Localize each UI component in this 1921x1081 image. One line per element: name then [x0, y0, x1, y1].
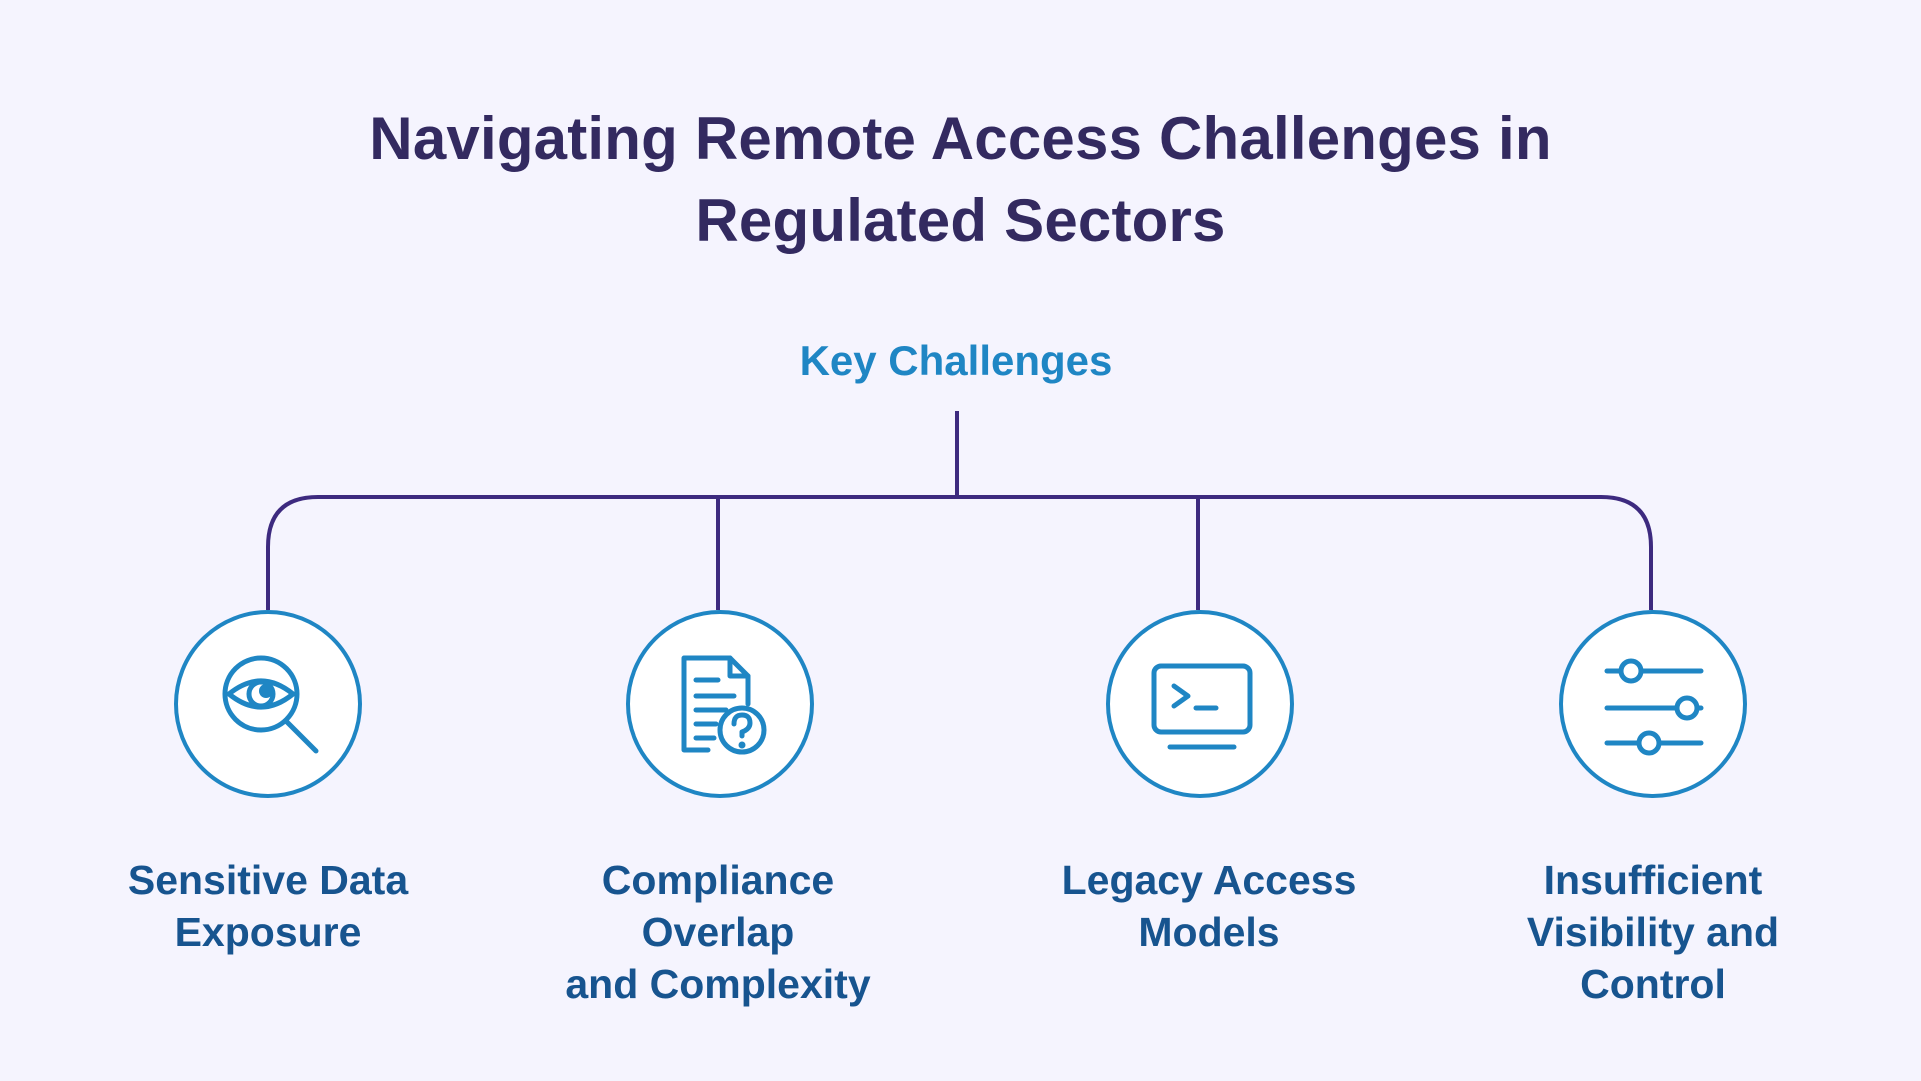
challenge-label-compliance: Compliance Overlap and Complexity	[518, 854, 918, 1010]
page-title-line-1: Navigating Remote Access Challenges in	[369, 105, 1552, 172]
challenge-label-visibility: Insufficient Visibility and Control	[1453, 854, 1853, 1010]
challenge-node-legacy-access	[1106, 610, 1294, 798]
challenge-label-line: Visibility and	[1526, 909, 1780, 955]
challenge-label-line: Exposure	[174, 909, 362, 955]
terminal-monitor-icon	[1151, 663, 1253, 750]
connector-bar	[266, 495, 1653, 610]
challenge-label-line: Insufficient	[1543, 857, 1763, 903]
page-title-line-2: Regulated Sectors	[695, 187, 1226, 254]
challenge-label-line: Legacy Access	[1061, 857, 1357, 903]
sliders-icon	[1604, 658, 1704, 756]
challenge-node-visibility	[1559, 610, 1747, 798]
challenge-node-compliance	[626, 610, 814, 798]
page-title: Navigating Remote Access Challenges in R…	[0, 98, 1921, 262]
eye-magnifier-icon	[222, 655, 319, 754]
document-question-icon	[681, 655, 767, 755]
challenge-label-legacy-access: Legacy Access Models	[1009, 854, 1409, 958]
challenge-label-sensitive-data: Sensitive Data Exposure	[68, 854, 468, 958]
challenge-label-line: and Complexity	[565, 961, 871, 1007]
challenge-label-line: Control	[1580, 961, 1726, 1007]
root-label: Key Challenges	[799, 337, 1113, 384]
challenge-label-line: Models	[1138, 909, 1280, 955]
challenge-node-sensitive-data	[174, 610, 362, 798]
challenge-label-line: Compliance	[601, 857, 835, 903]
challenge-label-line: Overlap	[641, 909, 795, 955]
challenge-label-line: Sensitive Data	[127, 857, 409, 903]
